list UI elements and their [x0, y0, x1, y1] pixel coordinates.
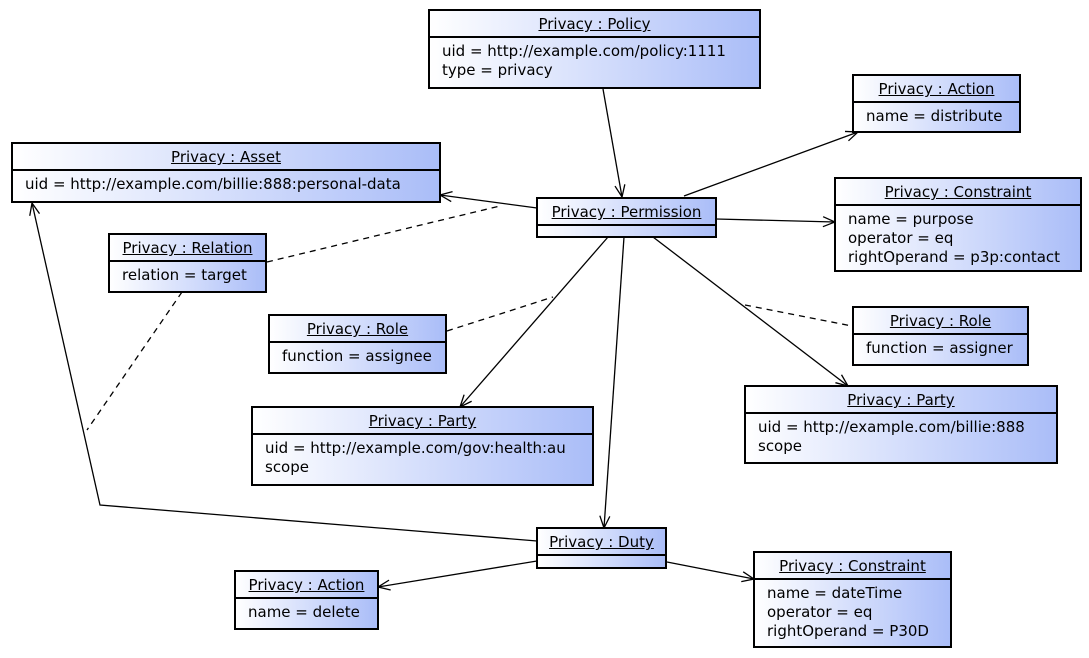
constraint-operator-attr: operator = eq: [767, 603, 873, 621]
role-function-attr: function = assignee: [282, 347, 432, 365]
edge-permission-duty: [604, 236, 625, 528]
constraint-purpose-object[interactable]: Privacy : Constraint name = purpose oper…: [834, 177, 1082, 272]
action-delete-attributes: name = delete: [236, 599, 377, 625]
relation-object[interactable]: Privacy : Relation relation = target: [108, 233, 267, 293]
asset-object-attributes: uid = http://example.com/billie:888:pers…: [13, 171, 439, 197]
dash-relation-asset-edge: [86, 291, 183, 431]
permission-object-title: Privacy : Permission: [538, 199, 715, 226]
dash-role-assignee: [446, 296, 554, 332]
action-distribute-title: Privacy : Action: [854, 76, 1019, 103]
constraint-datetime-attributes: name = dateTime operator = eq rightOpera…: [755, 580, 950, 644]
party-scope-attr: scope: [758, 437, 802, 455]
duty-object-title: Privacy : Duty: [538, 529, 665, 556]
action-distribute-attributes: name = distribute: [854, 103, 1019, 129]
party-gov-title: Privacy : Party: [253, 408, 592, 435]
constraint-datetime-title: Privacy : Constraint: [755, 553, 950, 580]
constraint-purpose-title: Privacy : Constraint: [836, 179, 1080, 206]
role-assignee-object[interactable]: Privacy : Role function = assignee: [268, 314, 447, 374]
action-delete-title: Privacy : Action: [236, 572, 377, 599]
party-billie-attributes: uid = http://example.com/billie:888 scop…: [746, 414, 1056, 459]
action-name-attr: name = distribute: [866, 107, 1003, 125]
asset-object-title: Privacy : Asset: [13, 144, 439, 171]
edge-policy-permission: [602, 88, 622, 197]
constraint-rightoperand-attr: rightOperand = p3p:contact: [848, 248, 1061, 266]
party-gov-attributes: uid = http://example.com/gov:health:au s…: [253, 435, 592, 480]
constraint-name-attr: name = purpose: [848, 210, 974, 228]
constraint-name-attr: name = dateTime: [767, 584, 903, 602]
party-uid-attr: uid = http://example.com/billie:888: [758, 418, 1025, 436]
edge-permission-constraint-purpose: [715, 219, 835, 222]
dash-role-assigner: [744, 304, 853, 327]
role-assigner-title: Privacy : Role: [854, 308, 1027, 335]
party-uid-attr: uid = http://example.com/gov:health:au: [265, 439, 566, 457]
role-assignee-attributes: function = assignee: [270, 343, 445, 369]
action-distribute-object[interactable]: Privacy : Action name = distribute: [852, 74, 1021, 133]
party-scope-attr: scope: [265, 458, 309, 476]
constraint-purpose-attributes: name = purpose operator = eq rightOperan…: [836, 206, 1080, 270]
dash-relation-permission: [266, 205, 501, 263]
asset-object[interactable]: Privacy : Asset uid = http://example.com…: [11, 142, 441, 203]
constraint-datetime-object[interactable]: Privacy : Constraint name = dateTime ope…: [753, 551, 952, 648]
policy-type-attr: type = privacy: [442, 61, 553, 79]
role-assigner-attributes: function = assigner: [854, 335, 1027, 361]
constraint-rightoperand-attr: rightOperand = P30D: [767, 622, 929, 640]
action-delete-object[interactable]: Privacy : Action name = delete: [234, 570, 379, 630]
party-billie-object[interactable]: Privacy : Party uid = http://example.com…: [744, 385, 1058, 464]
edge-permission-action-distribute: [683, 132, 858, 197]
permission-object[interactable]: Privacy : Permission: [536, 197, 717, 238]
edge-duty-constraint-datetime: [666, 561, 754, 579]
relation-object-title: Privacy : Relation: [110, 235, 265, 262]
party-gov-object[interactable]: Privacy : Party uid = http://example.com…: [251, 406, 594, 486]
policy-object[interactable]: Privacy : Policy uid = http://example.co…: [428, 9, 761, 89]
policy-object-title: Privacy : Policy: [430, 11, 759, 38]
asset-uid-attr: uid = http://example.com/billie:888:pers…: [25, 175, 401, 193]
party-billie-title: Privacy : Party: [746, 387, 1056, 414]
role-assigner-object[interactable]: Privacy : Role function = assigner: [852, 306, 1029, 366]
role-assignee-title: Privacy : Role: [270, 316, 445, 343]
policy-uid-attr: uid = http://example.com/policy:1111: [442, 42, 726, 60]
edge-permission-party-billie: [652, 236, 848, 386]
role-function-attr: function = assigner: [866, 339, 1013, 357]
constraint-operator-attr: operator = eq: [848, 229, 954, 247]
relation-attr: relation = target: [122, 266, 247, 284]
edge-permission-party-gov: [460, 236, 609, 407]
policy-object-attributes: uid = http://example.com/policy:1111 typ…: [430, 38, 759, 83]
relation-object-attributes: relation = target: [110, 262, 265, 288]
action-name-attr: name = delete: [248, 603, 360, 621]
edge-permission-asset: [440, 195, 538, 209]
edge-duty-action-delete: [378, 560, 538, 587]
duty-empty-compartment: [538, 556, 665, 564]
permission-empty-compartment: [538, 226, 715, 234]
duty-object[interactable]: Privacy : Duty: [536, 527, 667, 569]
